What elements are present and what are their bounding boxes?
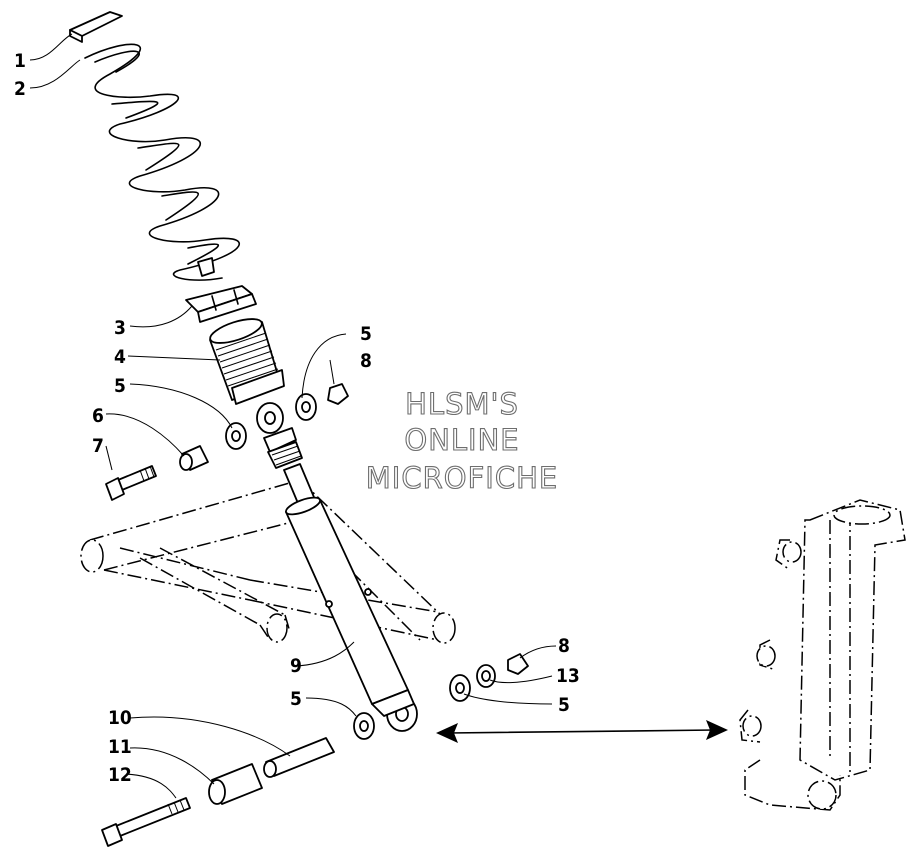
part-label-8a: 8 [360,350,372,372]
part-label-7: 7 [92,435,104,457]
part-label-1: 1 [14,50,26,72]
spindle-phantom [739,499,906,811]
coil-spring [84,43,240,281]
watermark: HLSM'S ONLINE MICROFICHE [365,386,558,495]
watermark-line-2: ONLINE [404,423,519,457]
part-label-3: 3 [114,317,126,339]
watermark-line-1: HLSM'S [405,387,519,421]
part-label-13: 13 [556,665,580,687]
part-label-5b: 5 [360,323,372,345]
part-number-labels: 1 2 3 4 5 5 6 7 8 9 5 10 11 12 8 13 5 [14,50,580,786]
part-label-11: 11 [108,736,132,758]
watermark-line-3: MICROFICHE [366,461,558,495]
spring-cap [69,11,123,43]
part-label-5c: 5 [290,688,302,710]
part-label-9: 9 [290,655,302,677]
adjuster-collar [209,318,285,405]
part-label-5d: 5 [558,694,570,716]
a-arm-phantom [80,479,456,644]
part-label-8b: 8 [558,635,570,657]
upper-bolt [105,445,209,501]
spring-seat [185,285,257,323]
part-label-10: 10 [108,707,132,729]
part-label-4: 4 [114,346,126,368]
leader-lines [29,33,557,799]
double-arrow [436,720,728,743]
lower-bolt [101,737,335,847]
shock-absorber [283,463,418,732]
shock-upper-mount [225,383,349,469]
part-label-5a: 5 [114,375,126,397]
part-label-12: 12 [108,764,132,786]
part-label-6: 6 [92,405,104,427]
part-label-2: 2 [14,78,26,100]
